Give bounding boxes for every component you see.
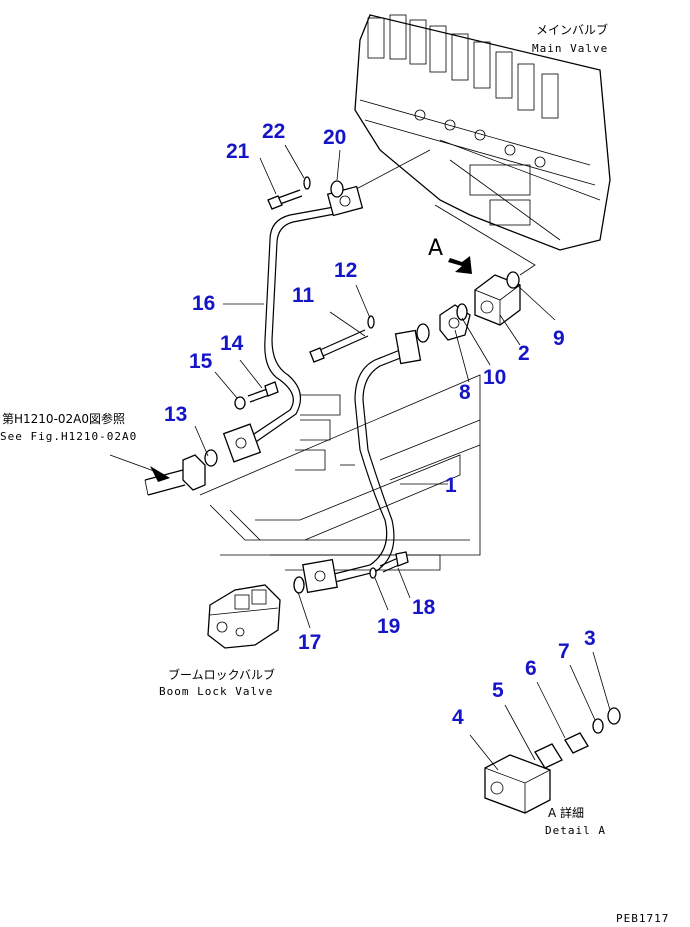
- pipe-1: [302, 329, 422, 594]
- leader-lines: [194, 144, 611, 771]
- drawing-code: PEB1717: [616, 912, 669, 925]
- detail-a-drawing: A 詳細 Detail A: [484, 707, 621, 837]
- detail-a-label-en: Detail A: [545, 824, 606, 837]
- callout-21: 21: [226, 140, 250, 163]
- left-fitting: [109, 454, 206, 496]
- callout-19: 19: [377, 615, 400, 638]
- callout-10: 10: [483, 366, 506, 389]
- boom-lock-label-jp: ブームロックバルブ: [168, 667, 275, 682]
- block-2: [416, 271, 521, 343]
- boom-lock-valve-drawing: ブームロックバルブ Boom Lock Valve: [159, 584, 281, 698]
- see-fig-label-jp: 第H1210-02A0図参照: [2, 411, 125, 426]
- callout-17: 17: [298, 631, 321, 654]
- callout-16: 16: [192, 292, 215, 315]
- main-valve-label-jp: メインバルブ: [536, 22, 608, 37]
- callout-20: 20: [323, 126, 346, 149]
- callout-4: 4: [452, 706, 464, 729]
- detail-a-label-jp: A 詳細: [548, 805, 584, 820]
- callout-8: 8: [459, 381, 471, 404]
- callout-9: 9: [553, 327, 565, 350]
- main-valve-label-en: Main Valve: [532, 42, 608, 55]
- callout-11: 11: [292, 284, 315, 307]
- callout-3: 3: [584, 627, 596, 650]
- callout-6: 6: [525, 657, 537, 680]
- callout-13: 13: [164, 403, 187, 426]
- callout-7: 7: [558, 640, 570, 663]
- callout-5: 5: [492, 679, 504, 702]
- view-a-arrow: A: [428, 236, 472, 274]
- callout-18: 18: [412, 596, 436, 619]
- callout-1: 1: [445, 474, 457, 497]
- main-valve-drawing: メインバルブ Main Valve: [354, 14, 611, 251]
- callout-12: 12: [334, 259, 357, 282]
- see-fig-label-en: See Fig.H1210-02A0: [0, 430, 137, 443]
- callout-14: 14: [220, 332, 244, 355]
- pipe-16: [222, 185, 364, 463]
- view-a-label: A: [428, 236, 443, 261]
- callout-15: 15: [189, 350, 213, 373]
- callout-2: 2: [518, 342, 530, 365]
- callout-numbers: 1 2 3 4 5 6 7 8 9 10 11 12 13 14 15 16 1…: [164, 120, 596, 729]
- callout-22: 22: [262, 120, 285, 143]
- boom-lock-label-en: Boom Lock Valve: [159, 685, 273, 698]
- frame-outline: [199, 374, 481, 571]
- bolts: [204, 176, 409, 594]
